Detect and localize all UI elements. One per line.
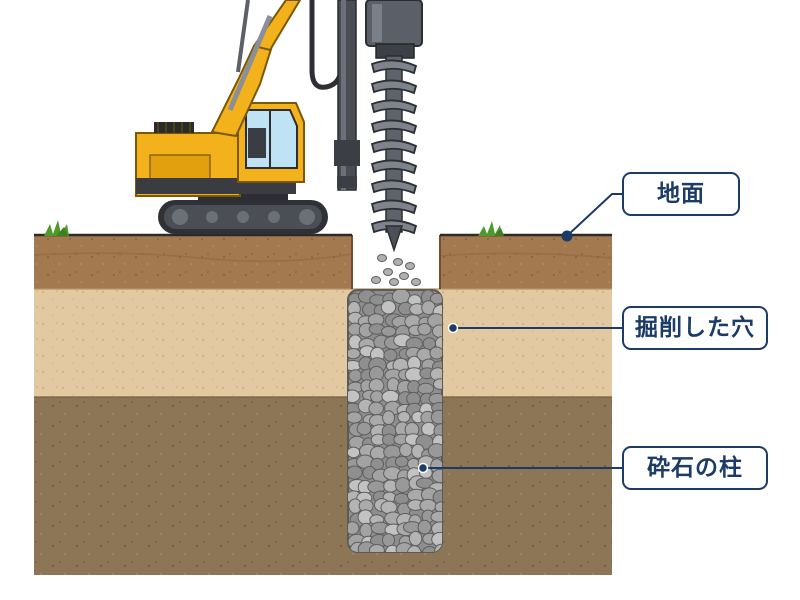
soil-cross-section [33,233,613,575]
gravel-icon [348,290,442,552]
leader-lines [417,193,622,474]
excavated-hole-label: 掘削した穴 [622,306,768,350]
ground-label: 地面 [622,172,740,216]
excavator-icon [135,0,360,234]
auger-icon [365,0,423,253]
gravel-column-label: 砕石の柱 [622,446,768,490]
grass-icon [44,220,504,236]
falling-gravel [371,254,421,286]
gravel-column [347,289,443,553]
excavated-hole [351,235,441,289]
